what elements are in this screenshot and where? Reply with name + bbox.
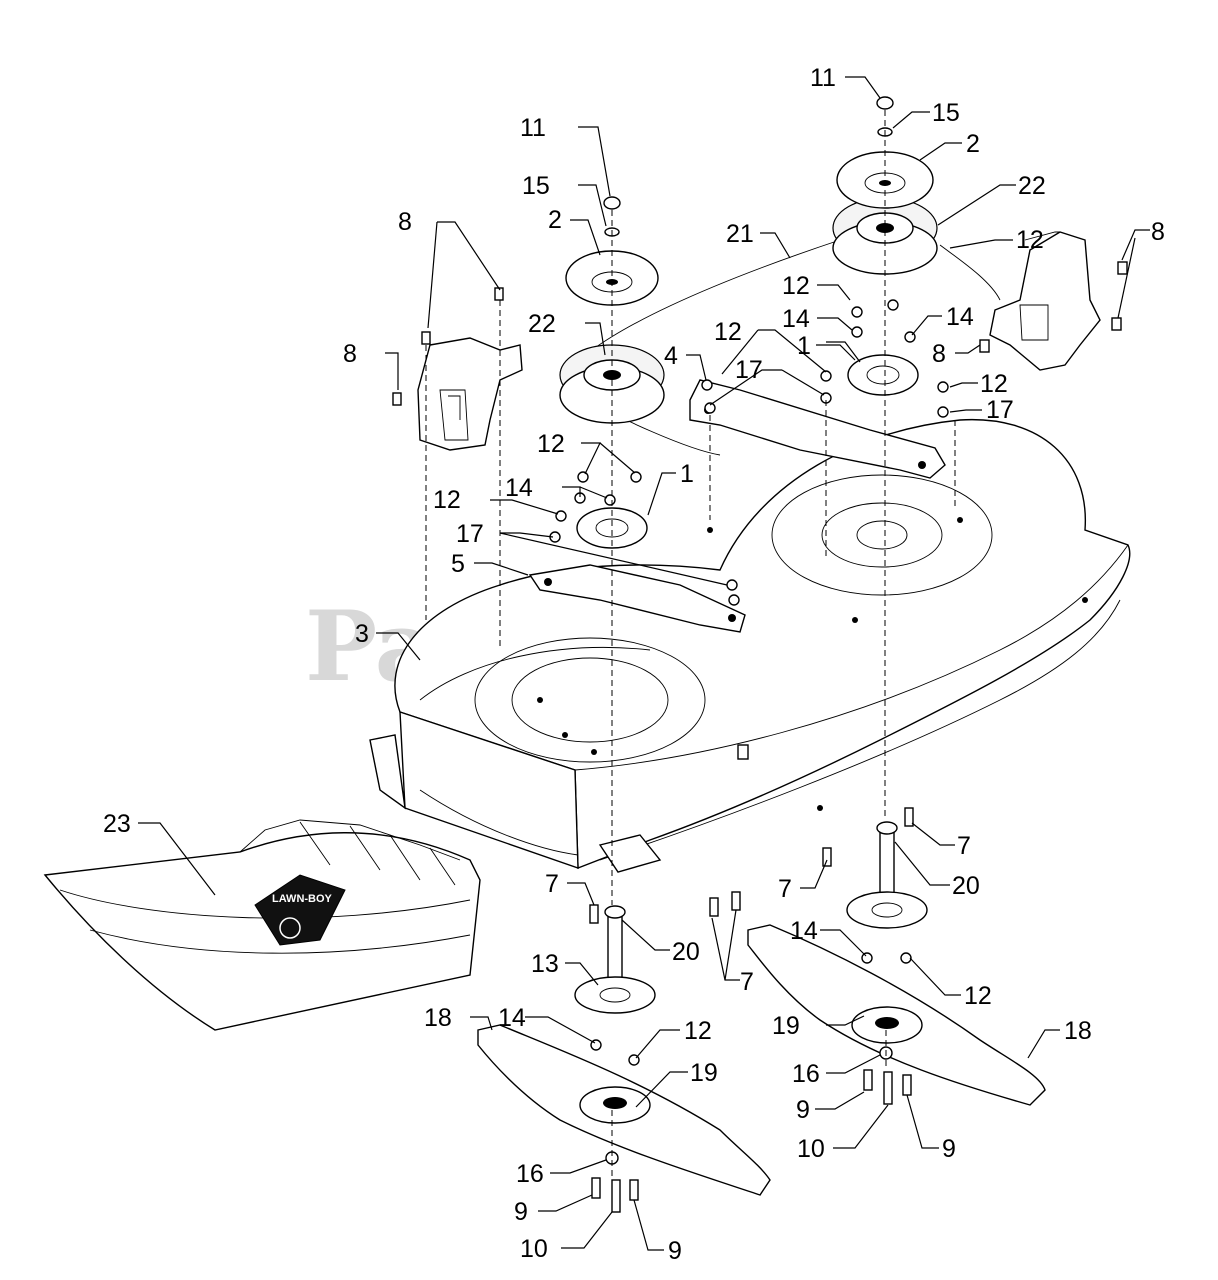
callout-8: 8 — [343, 340, 357, 368]
callout-15: 15 — [522, 172, 550, 200]
chute-decal-text: LAWN-BOY — [272, 893, 333, 905]
callout-14: 14 — [498, 1004, 526, 1032]
left-blade — [477, 1024, 771, 1196]
callout-8: 8 — [932, 340, 946, 368]
callout-12: 12 — [537, 430, 565, 458]
callout-16: 16 — [516, 1160, 544, 1188]
callout-18: 18 — [1064, 1017, 1092, 1045]
callout-1: 1 — [680, 460, 694, 488]
right-mount-bracket — [989, 231, 1101, 371]
callout-8: 8 — [1151, 218, 1165, 246]
callout-12: 12 — [964, 982, 992, 1010]
callout-21: 21 — [726, 220, 754, 248]
callout-22: 22 — [528, 310, 556, 338]
callout-12: 12 — [1016, 226, 1044, 254]
callout-14: 14 — [505, 474, 533, 502]
callout-3: 3 — [355, 620, 369, 648]
callout-17: 17 — [735, 356, 763, 384]
callout-10: 10 — [797, 1135, 825, 1163]
callout-1: 1 — [797, 332, 811, 360]
callout-17: 17 — [456, 520, 484, 548]
callout-7: 7 — [778, 875, 792, 903]
mower-deck-housing — [369, 418, 1131, 873]
callout-9: 9 — [668, 1237, 682, 1265]
callout-9: 9 — [942, 1135, 956, 1163]
callout-9: 9 — [796, 1096, 810, 1124]
callout-10: 10 — [520, 1235, 548, 1263]
discharge-chute: LAWN-BOY — [43, 819, 481, 1031]
callout-leaders — [138, 76, 1150, 1251]
callout-23: 23 — [103, 810, 131, 838]
callout-5: 5 — [451, 550, 465, 578]
callout-7: 7 — [957, 832, 971, 860]
callout-14: 14 — [946, 303, 974, 331]
left-mount-bracket — [417, 337, 523, 451]
right-blade — [747, 924, 1046, 1106]
hardware — [392, 261, 1128, 1213]
chute-decal — [254, 874, 346, 946]
assembly-centerlines — [425, 110, 956, 1180]
callout-12: 12 — [980, 370, 1008, 398]
callout-15: 15 — [932, 99, 960, 127]
idler-arm-left — [528, 564, 746, 633]
callout-2: 2 — [966, 130, 980, 158]
callout-12: 12 — [433, 486, 461, 514]
callout-17: 17 — [986, 396, 1014, 424]
callout-12: 12 — [782, 272, 810, 300]
callout-2: 2 — [548, 206, 562, 234]
left-spindle — [574, 905, 656, 1014]
callout-19: 19 — [690, 1059, 718, 1087]
callout-12: 12 — [714, 318, 742, 346]
callout-7: 7 — [545, 870, 559, 898]
callout-12: 12 — [684, 1017, 712, 1045]
callout-4: 4 — [664, 342, 678, 370]
callout-19: 19 — [772, 1012, 800, 1040]
callout-18: 18 — [424, 1004, 452, 1032]
callout-20: 20 — [952, 872, 980, 900]
callout-14: 14 — [790, 917, 818, 945]
callout-16: 16 — [792, 1060, 820, 1088]
callout-9: 9 — [514, 1198, 528, 1226]
callout-20: 20 — [672, 938, 700, 966]
right-pulley-stack — [832, 96, 938, 396]
callout-7: 7 — [740, 968, 754, 996]
callout-22: 22 — [1018, 172, 1046, 200]
callout-11: 11 — [520, 114, 546, 142]
callout-14: 14 — [782, 305, 810, 333]
callout-11: 11 — [810, 64, 836, 92]
callout-8: 8 — [398, 208, 412, 236]
right-spindle — [846, 821, 928, 929]
callout-labels: 11 15 2 22 21 12 12 14 14 1 8 8 12 17 11… — [103, 64, 1165, 1265]
callout-13: 13 — [531, 950, 559, 978]
